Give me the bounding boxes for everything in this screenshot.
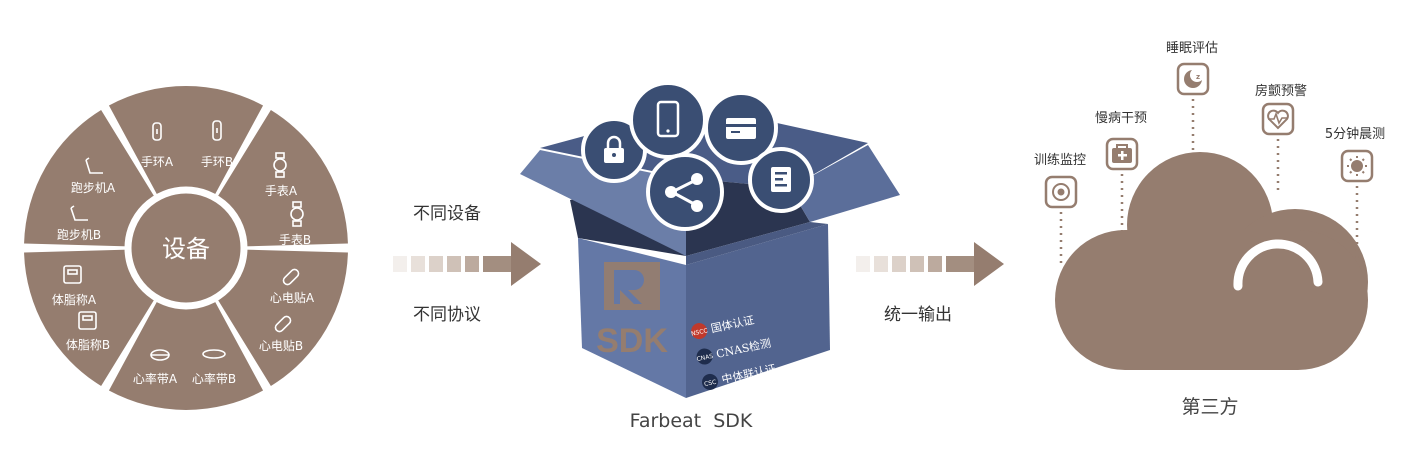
cert-badge-icon xyxy=(691,323,708,340)
feature-morning: 5分钟晨测 xyxy=(1325,126,1385,258)
device-ring-segment xyxy=(24,249,156,386)
feature-label: 睡眠评估 xyxy=(1166,41,1218,56)
band-b-label: 手环B xyxy=(201,155,233,169)
flow-top-label: 不同设备 xyxy=(413,204,481,224)
flow-arrow-2 xyxy=(856,242,1004,286)
report-icon xyxy=(748,147,814,213)
cert-badge-icon xyxy=(701,373,718,390)
device-center-label: 设备 xyxy=(162,235,210,263)
device-ring-segment xyxy=(108,85,264,197)
scale-a-label: 体脂称A xyxy=(52,292,97,307)
heart-strap-icon xyxy=(202,349,226,359)
segment-scale: 体脂称A 体脂称B xyxy=(52,292,110,352)
segment-ecg: 心电贴A 心电贴B xyxy=(259,291,315,353)
segment-band: 手环A 手环B xyxy=(141,155,233,169)
card-icon xyxy=(704,91,778,165)
watch-a-label: 手表A xyxy=(265,184,298,198)
sdk-bubbles xyxy=(581,81,814,231)
device-ring-segment xyxy=(216,110,348,247)
strap-b-label: 心率带B xyxy=(192,371,236,386)
feature-chronic: 慢病干预 xyxy=(1095,110,1147,232)
heartbeat-icon xyxy=(1267,109,1289,130)
sun-icon xyxy=(1347,156,1367,176)
treadmill-icon xyxy=(85,157,103,174)
watch-icon xyxy=(290,201,304,227)
sleep-icon: z xyxy=(1184,68,1204,88)
segment-watch: 手表A 手表B xyxy=(265,184,311,247)
ecg-a-label: 心电贴A xyxy=(270,291,315,305)
feature-label: 5分钟晨测 xyxy=(1325,126,1385,142)
strap-a-label: 心率带A xyxy=(133,371,178,386)
medical-kit-icon xyxy=(1112,144,1132,163)
watch-b-label: 手表B xyxy=(279,233,311,247)
band-a-label: 手环A xyxy=(141,155,174,169)
scale-b-label: 体脂称B xyxy=(66,337,110,352)
watch-icon xyxy=(273,152,287,178)
training-monitor-icon xyxy=(1052,183,1070,201)
device-ring-segment xyxy=(216,249,348,386)
feature-label: 房颤预警 xyxy=(1255,83,1307,99)
ecg-patch-icon xyxy=(282,268,300,286)
device-ring-segment xyxy=(24,110,156,247)
treadmill-icon xyxy=(70,205,88,221)
flow-arrow-1 xyxy=(393,242,541,286)
phone-icon xyxy=(629,81,707,159)
treadmill-a-label: 跑步机A xyxy=(71,181,116,195)
feature-label: 训练监控 xyxy=(1034,153,1086,168)
ecg-b-label: 心电贴B xyxy=(259,339,303,353)
cert-badge-text: CNAS xyxy=(696,353,714,363)
cert-badge-text: CSC xyxy=(704,379,717,388)
cert-badge-icon xyxy=(696,348,713,365)
band-icon xyxy=(212,120,222,141)
flow-output-label: 统一输出 xyxy=(884,305,952,325)
segment-treadmill: 跑步机A 跑步机B xyxy=(57,181,116,242)
feature-label: 慢病干预 xyxy=(1095,110,1147,126)
heart-strap-icon xyxy=(150,349,170,361)
svg-text:z: z xyxy=(1196,73,1200,81)
scale-icon xyxy=(78,311,97,330)
cloud-shape xyxy=(1055,152,1368,370)
feature-sleep: 睡眠评估 z xyxy=(1166,41,1218,150)
feature-training: 训练监控 xyxy=(1034,153,1086,268)
cert-badge-text: NSCC xyxy=(691,327,709,337)
third-party-label: 第三方 xyxy=(1181,396,1238,418)
segment-strap: 心率带A 心率带B xyxy=(133,371,236,386)
share-icon xyxy=(646,153,724,231)
device-center-circle xyxy=(124,186,248,310)
device-ring xyxy=(24,85,348,411)
scale-icon xyxy=(63,265,82,284)
feature-afib: 房颤预警 xyxy=(1255,83,1307,192)
sdk-box-text: SDK xyxy=(596,322,668,360)
sdk-logo xyxy=(604,262,660,310)
band-icon xyxy=(152,122,162,141)
sdk-caption: Farbeat SDK xyxy=(630,410,753,432)
device-ring-segment xyxy=(108,299,264,411)
ecg-patch-icon xyxy=(274,315,292,333)
treadmill-b-label: 跑步机B xyxy=(57,228,101,242)
flow-bottom-label: 不同协议 xyxy=(413,305,481,325)
